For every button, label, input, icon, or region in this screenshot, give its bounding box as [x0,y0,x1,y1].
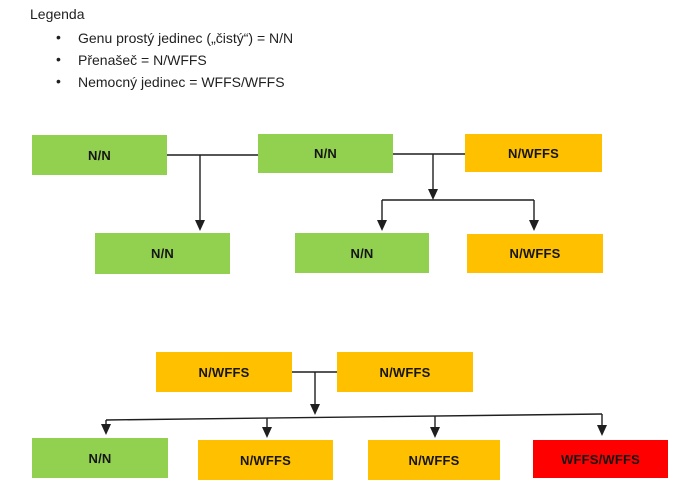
bullet-icon: • [56,29,61,45]
legend-item-text: Nemocný jedinec = WFFS/WFFS [78,74,285,90]
pedigree1-child-middle-box: N/N [295,233,429,273]
legend-item-text: Přenašeč = N/WFFS [78,52,207,68]
pedigree1-child-right-box: N/WFFS [467,234,603,273]
legend-list: • Genu prostý jedinec („čistý“) = N/N • … [0,29,294,96]
legend-title: Legenda [30,6,85,22]
bullet-icon: • [56,51,61,67]
pedigree2-child2-box: N/WFFS [198,440,333,480]
pedigree1-parent-left-box: N/N [32,135,167,175]
legend-item: • Nemocný jedinec = WFFS/WFFS [0,73,293,96]
pedigree2-child4-box: WFFS/WFFS [533,440,668,478]
pedigree2-parent-right-box: N/WFFS [337,352,473,392]
legend-item-text: Genu prostý jedinec („čistý“) = N/N [78,30,294,46]
pedigree2-parent-left-box: N/WFFS [156,352,292,392]
legend-item: • Přenašeč = N/WFFS [0,51,293,74]
pedigree1-parent-middle-box: N/N [258,134,393,173]
legend-item: • Genu prostý jedinec („čistý“) = N/N [0,29,294,52]
bullet-icon: • [56,73,61,89]
pedigree1-child-left-box: N/N [95,233,230,274]
pedigree1-arrowheads [195,189,539,231]
pedigree1-parent-right-box: N/WFFS [465,134,602,172]
pedigree2-arrowheads [101,404,607,438]
pedigree2-child3-box: N/WFFS [368,440,500,480]
pedigree2-child1-box: N/N [32,438,168,478]
